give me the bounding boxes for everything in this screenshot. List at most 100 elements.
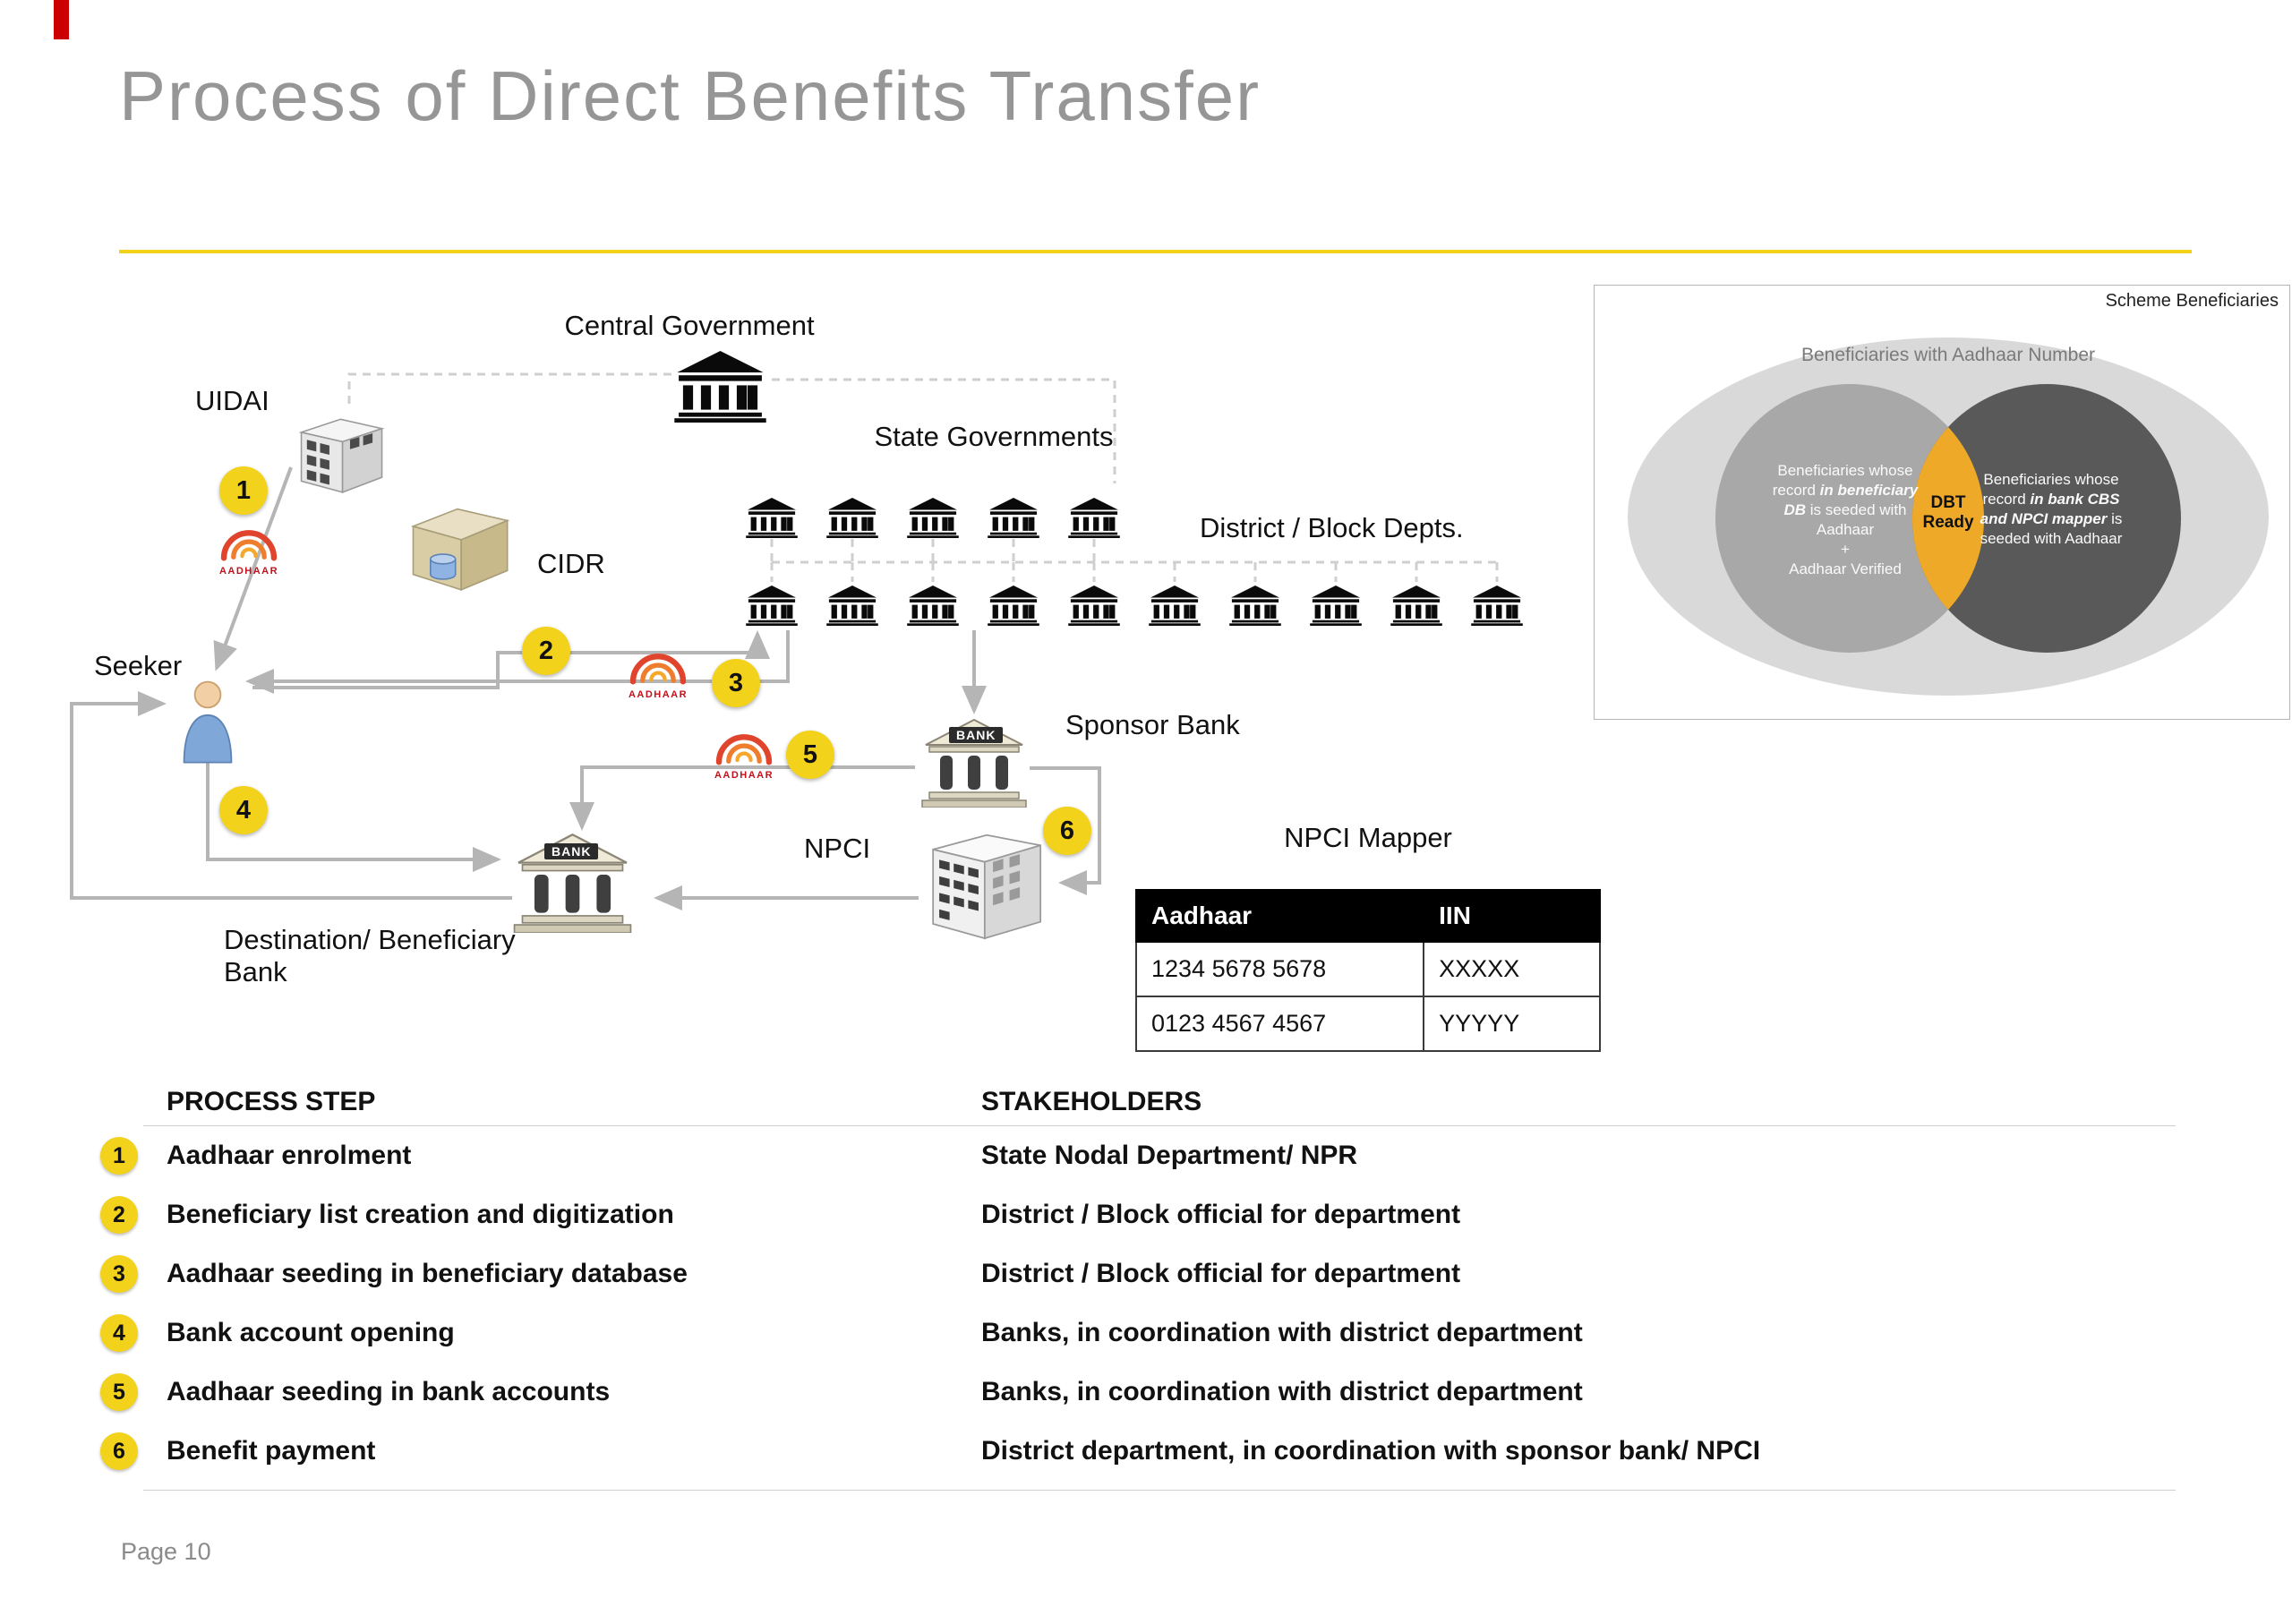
mapper-cell-aadhaar: 0123 4567 4567 bbox=[1134, 996, 1425, 1052]
process-step-cell: Aadhaar enrolment bbox=[167, 1141, 412, 1170]
process-step-cell: Aadhaar seeding in bank accounts bbox=[167, 1377, 611, 1406]
process-step-cell: Benefit payment bbox=[167, 1436, 376, 1466]
stakeholder-cell: District / Block official for department bbox=[981, 1259, 1461, 1288]
uidai-server-icon bbox=[294, 414, 388, 494]
stakeholders-header: STAKEHOLDERS bbox=[981, 1087, 1202, 1116]
uidai-label: UIDAI bbox=[195, 385, 269, 416]
sponsor-bank-sign: BANK bbox=[949, 727, 1004, 743]
aadhaar-logo-icon bbox=[210, 517, 287, 566]
venn-diagram bbox=[1628, 338, 2269, 696]
venn-left-post: is seeded with Aadhaar bbox=[1806, 501, 1907, 539]
state-gov-building-icon bbox=[746, 498, 798, 538]
venn-dbt-ready-label: DBT Ready bbox=[1922, 493, 1974, 532]
state-governments-label: State Governments bbox=[874, 421, 1114, 452]
divider bbox=[143, 1125, 2176, 1126]
stakeholder-cell: State Nodal Department/ NPR bbox=[981, 1141, 1358, 1170]
title-underline bbox=[119, 250, 2192, 253]
aadhaar-logo-text: AADHAAR bbox=[218, 566, 279, 577]
step-marker-1: 1 bbox=[219, 466, 268, 515]
destination-bank-sign: BANK bbox=[544, 843, 599, 859]
district-building-icon bbox=[907, 585, 959, 626]
district-building-icon bbox=[988, 585, 1039, 626]
state-gov-building-icon bbox=[826, 498, 878, 538]
row-marker-4: 4 bbox=[100, 1314, 138, 1352]
divider bbox=[143, 1490, 2176, 1491]
step-marker-3: 3 bbox=[712, 659, 760, 707]
cidr-label: CIDR bbox=[537, 548, 605, 579]
row-marker-1: 1 bbox=[100, 1137, 138, 1175]
venn-right-em: in bank CBS and NPCI mapper bbox=[1980, 491, 2120, 528]
table-row: 0123 4567 4567 YYYYY bbox=[1134, 996, 1601, 1052]
page-title: Process of Direct Benefits Transfer bbox=[119, 56, 1261, 135]
table-row: 5 Aadhaar seeding in bank accounts Banks… bbox=[86, 1363, 2176, 1422]
mapper-header-aadhaar: Aadhaar bbox=[1134, 889, 1425, 943]
table-row: 4 Bank account opening Banks, in coordin… bbox=[86, 1303, 2176, 1363]
page-number: Page 10 bbox=[121, 1538, 211, 1565]
row-marker-6: 6 bbox=[100, 1432, 138, 1470]
corner-accent-bar bbox=[54, 0, 69, 39]
table-row: 2 Beneficiary list creation and digitiza… bbox=[86, 1185, 2176, 1244]
npci-mapper-label: NPCI Mapper bbox=[1284, 822, 1452, 853]
step-marker-6: 6 bbox=[1043, 807, 1091, 855]
npci-building-icon bbox=[919, 833, 1053, 942]
district-building-icon bbox=[826, 585, 878, 626]
district-block-label: District / Block Depts. bbox=[1200, 512, 1464, 543]
table-row: 6 Benefit payment District department, i… bbox=[86, 1422, 2176, 1481]
step-marker-4: 4 bbox=[219, 786, 268, 834]
stakeholder-cell: District / Block official for department bbox=[981, 1200, 1461, 1229]
process-step-header: PROCESS STEP bbox=[167, 1087, 376, 1116]
npci-mapper-table: Aadhaar IIN 1234 5678 5678 XXXXX 0123 45… bbox=[1134, 889, 1601, 1052]
venn-right-circle-text: Beneficiaries whose record in bank CBS a… bbox=[1976, 470, 2126, 549]
mapper-cell-aadhaar: 1234 5678 5678 bbox=[1134, 941, 1425, 997]
venn-left-em: in beneficiary DB bbox=[1783, 482, 1919, 519]
process-step-table: PROCESS STEP STAKEHOLDERS 1 Aadhaar enro… bbox=[86, 1079, 2176, 1491]
aadhaar-logo-text: AADHAAR bbox=[714, 770, 774, 781]
process-step-cell: Aadhaar seeding in beneficiary database bbox=[167, 1259, 688, 1288]
venn-right-pre: Beneficiaries whose record bbox=[1982, 471, 2119, 509]
district-building-icon bbox=[746, 585, 798, 626]
destination-bank-label: Destination/ Beneficiary Bank bbox=[224, 924, 516, 987]
cidr-database-icon bbox=[401, 501, 517, 593]
district-building-icon bbox=[1390, 585, 1442, 626]
venn-left-extra: Aadhaar Verified bbox=[1789, 560, 1902, 578]
aadhaar-logo-icon bbox=[620, 641, 697, 689]
stakeholder-cell: Banks, in coordination with district dep… bbox=[981, 1377, 1583, 1406]
process-step-cell: Bank account opening bbox=[167, 1318, 455, 1347]
state-gov-building-icon bbox=[907, 498, 959, 538]
step-marker-2: 2 bbox=[522, 627, 570, 675]
step-marker-5: 5 bbox=[786, 731, 834, 779]
npci-label: NPCI bbox=[804, 833, 871, 864]
district-building-icon bbox=[1310, 585, 1362, 626]
row-marker-3: 3 bbox=[100, 1255, 138, 1293]
venn-right-post: is seeded with Aadhaar bbox=[1980, 510, 2123, 548]
district-building-icon bbox=[1149, 585, 1201, 626]
table-row: 3 Aadhaar seeding in beneficiary databas… bbox=[86, 1244, 2176, 1303]
venn-outer-label: Beneficiaries with Aadhaar Number bbox=[1800, 345, 2095, 365]
row-marker-2: 2 bbox=[100, 1196, 138, 1234]
state-gov-building-icon bbox=[1068, 498, 1120, 538]
seeker-label: Seeker bbox=[94, 650, 183, 681]
mapper-cell-iin: YYYYY bbox=[1423, 996, 1601, 1052]
row-marker-5: 5 bbox=[100, 1373, 138, 1411]
process-step-cell: Beneficiary list creation and digitizati… bbox=[167, 1200, 674, 1229]
venn-left-pre: Beneficiaries whose record bbox=[1772, 462, 1913, 500]
state-gov-building-icon bbox=[988, 498, 1039, 538]
mapper-header-iin: IIN bbox=[1423, 889, 1601, 943]
district-building-icon bbox=[1068, 585, 1120, 626]
table-row: 1234 5678 5678 XXXXX bbox=[1134, 941, 1601, 997]
stakeholder-cell: District department, in coordination wit… bbox=[981, 1436, 1761, 1466]
scheme-beneficiaries-panel: Scheme Beneficiaries Beneficiaries with … bbox=[1594, 285, 2290, 720]
table-row: 1 Aadhaar enrolment State Nodal Departme… bbox=[86, 1126, 2176, 1185]
district-building-icon bbox=[1471, 585, 1523, 626]
aadhaar-logo-icon bbox=[706, 722, 783, 770]
central-government-building-icon bbox=[673, 351, 767, 423]
seeker-person-icon bbox=[175, 679, 240, 765]
venn-left-circle-text: Beneficiaries whose record in beneficiar… bbox=[1761, 461, 1929, 580]
district-building-icon bbox=[1229, 585, 1281, 626]
mapper-cell-iin: XXXXX bbox=[1423, 941, 1601, 997]
process-table-header: PROCESS STEP STAKEHOLDERS bbox=[86, 1079, 2176, 1125]
venn-panel-title: Scheme Beneficiaries bbox=[2105, 291, 2279, 311]
stakeholder-cell: Banks, in coordination with district dep… bbox=[981, 1318, 1583, 1347]
venn-left-plus: + bbox=[1841, 541, 1850, 559]
